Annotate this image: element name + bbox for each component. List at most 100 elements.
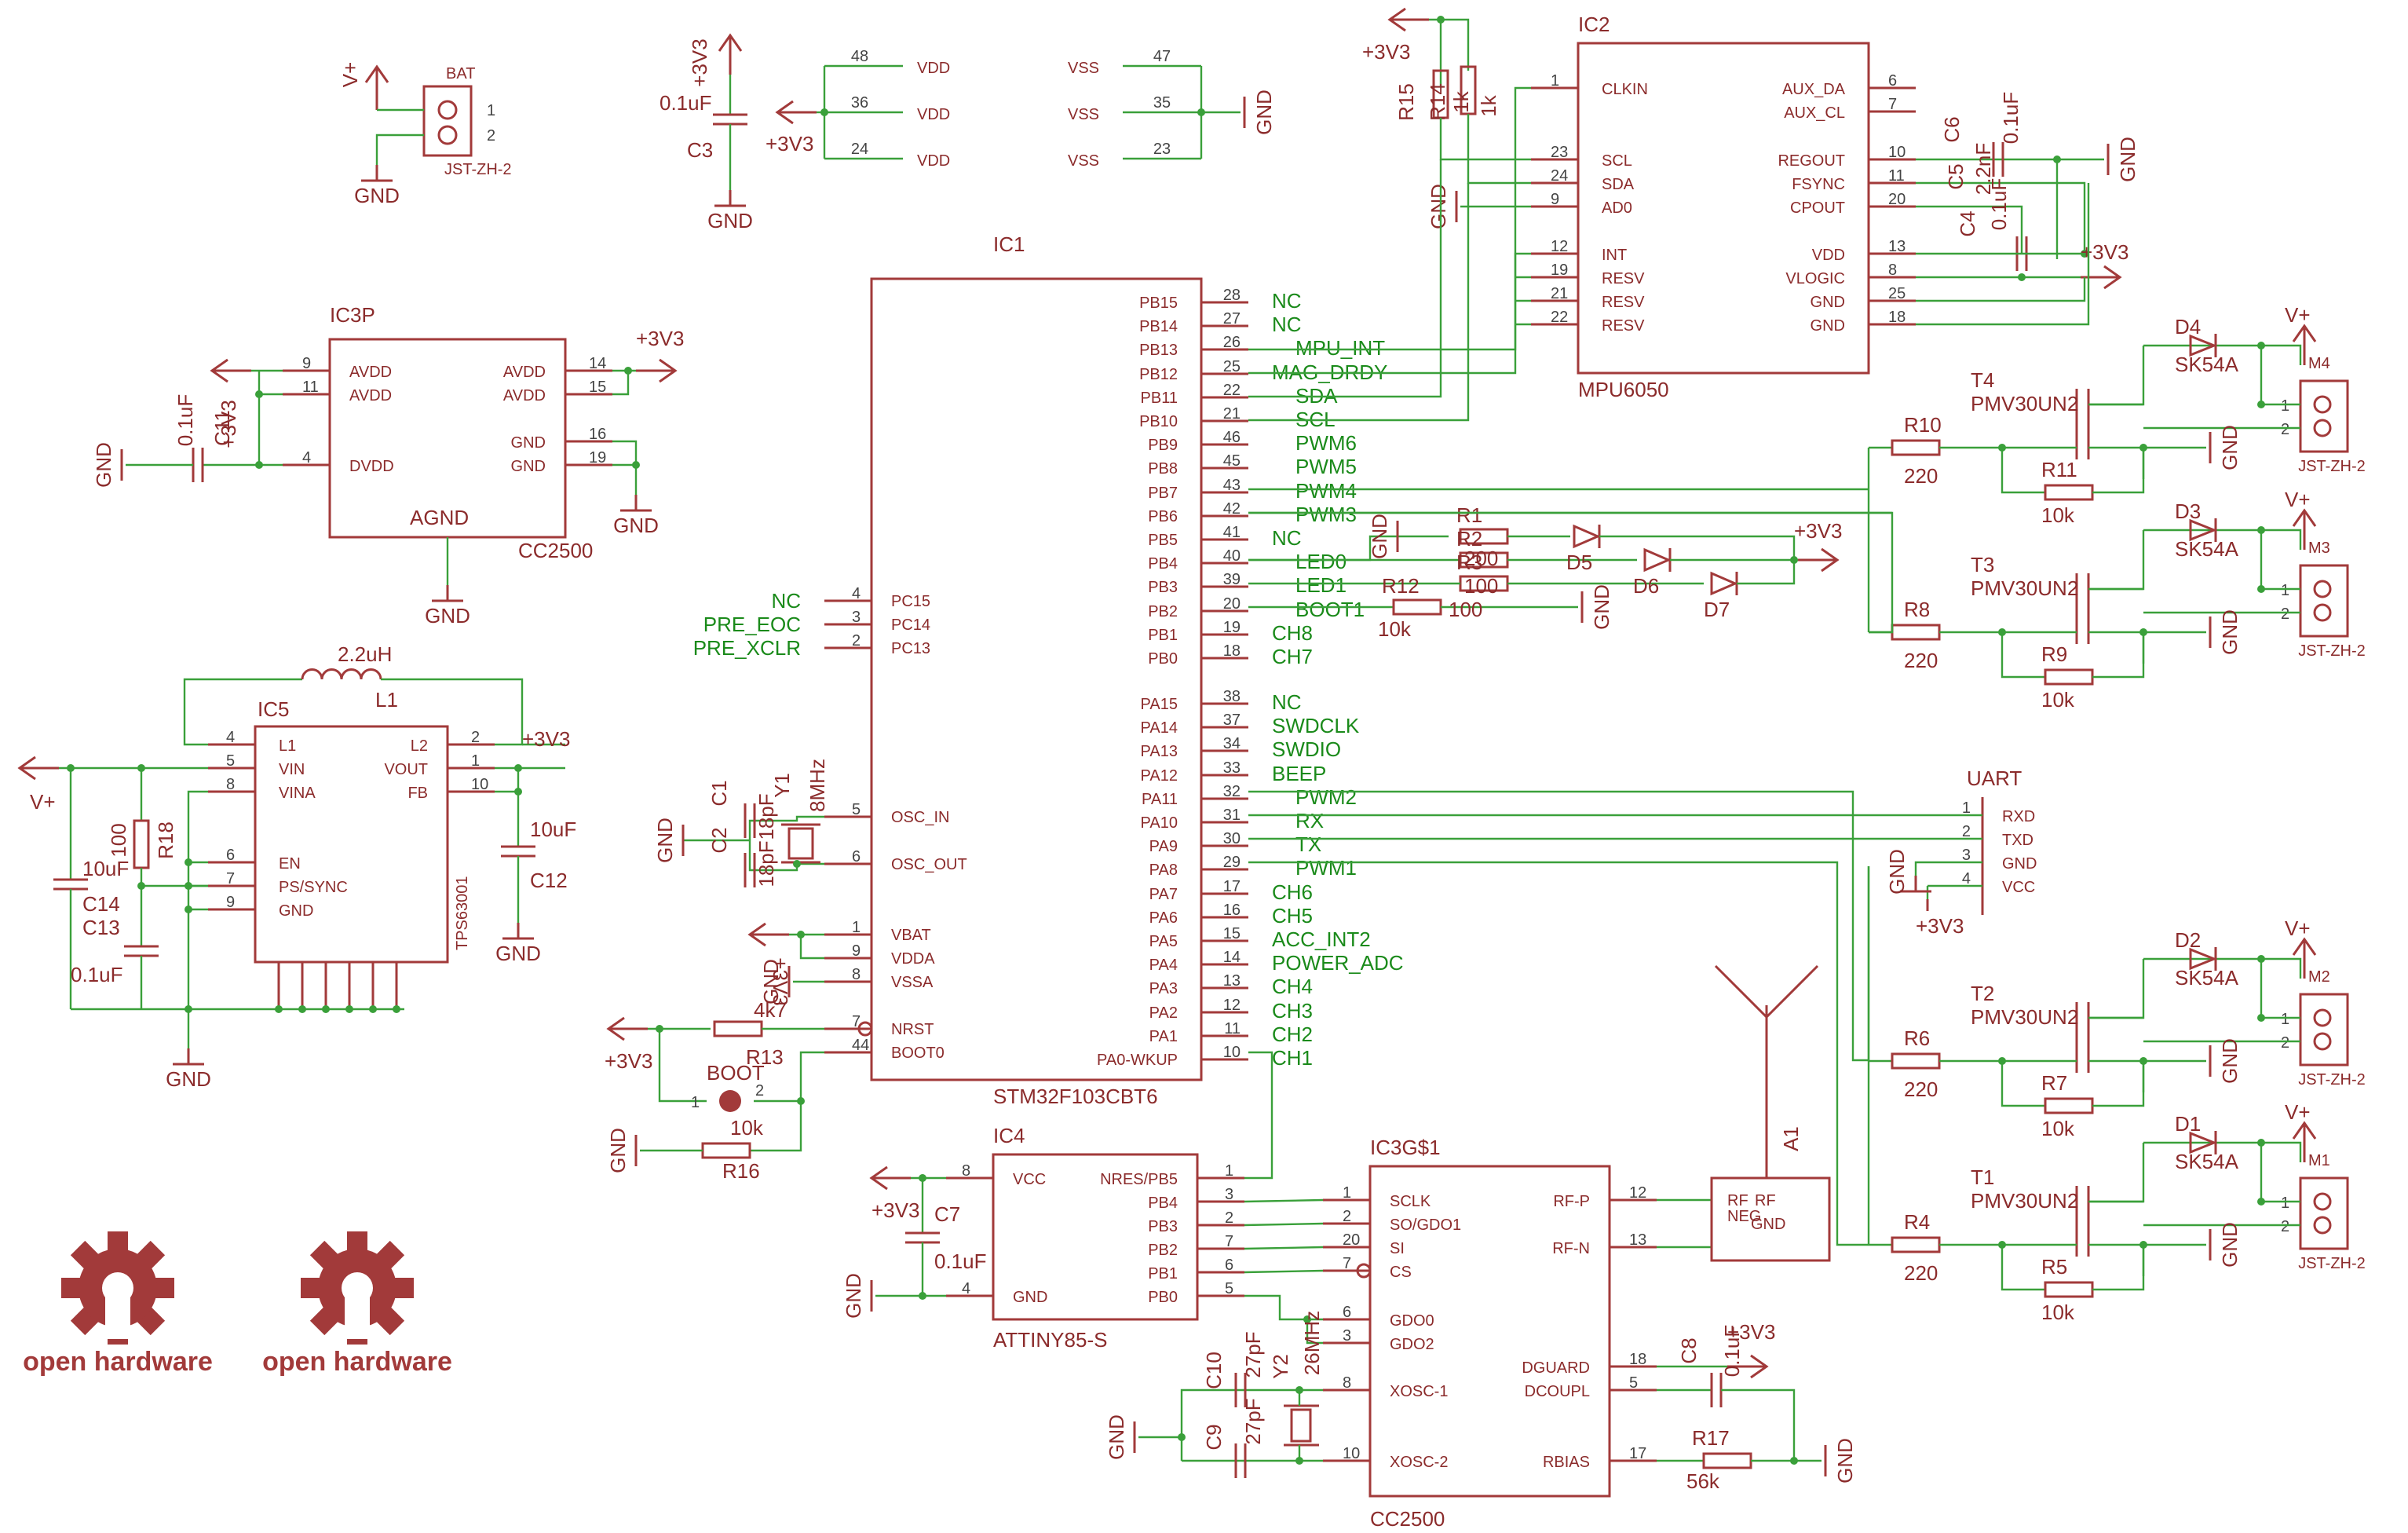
pin-number: 4 [1962, 870, 1971, 887]
pin-name: PA3 [1149, 980, 1178, 997]
ic3g-part: CC2500 [1370, 1507, 1445, 1531]
r15-name: R15 [1394, 83, 1418, 121]
pin-name: PA14 [1141, 719, 1178, 737]
pin-number: 6 [226, 847, 235, 864]
pin-name: PA0-WKUP [1097, 1052, 1178, 1069]
open-hardware-logo-icon [301, 1231, 414, 1345]
pin-name: PC15 [891, 593, 930, 610]
pin-number: 44 [852, 1037, 869, 1054]
pin-name: DGUARD [1522, 1359, 1590, 1377]
c9-name: C9 [1202, 1424, 1226, 1450]
pin-name: CPOUT [1790, 199, 1845, 217]
pin-number: 3 [852, 609, 861, 626]
r14-value: 1k [1449, 90, 1473, 112]
net-label-nc: NC [1272, 526, 1302, 550]
pin-number: 19 [1551, 262, 1568, 279]
v3v3-label: +3V3 [688, 38, 711, 86]
pin-name: VCC [2002, 879, 2035, 896]
pin-number: 2 [487, 127, 495, 145]
pulldown-resistor-value: 10k [2041, 1301, 2075, 1324]
pin-number: 13 [1888, 238, 1906, 255]
pin-name: RESV [1602, 317, 1645, 335]
pin-number: 9 [852, 942, 861, 960]
motor-connector-name: M4 [2308, 355, 2330, 372]
schottky-diode-icon [2189, 518, 2218, 542]
pin-name: SDA [1602, 176, 1635, 193]
pin-name: PB13 [1139, 342, 1178, 359]
pin-number: 5 [852, 801, 861, 818]
junction-dot [2139, 444, 2147, 452]
vplus-label: V+ [30, 790, 56, 814]
pin-number: 6 [852, 848, 861, 865]
pin-name: AVDD [349, 387, 392, 404]
gate-resistor [1891, 1052, 1941, 1070]
pin-name: NRES/PB5 [1100, 1171, 1178, 1188]
pin-name: GND [279, 902, 313, 920]
pin-number: 12 [1551, 238, 1568, 255]
c8-name: C8 [1677, 1337, 1701, 1363]
wire [1244, 1198, 1324, 1203]
pin-number: 2 [1962, 823, 1971, 840]
pin-number: 45 [1223, 452, 1241, 470]
pin-name: PB9 [1148, 437, 1178, 454]
pin-name: PB3 [1148, 579, 1178, 596]
r17-resistor [1702, 1452, 1752, 1469]
junction-dot [624, 367, 632, 375]
pin-name: AVDD [349, 364, 392, 381]
wire [495, 768, 520, 793]
ic4-part: ATTINY85-S [993, 1328, 1107, 1352]
pin-number: 2 [2281, 421, 2289, 438]
diode-value: SK54A [2175, 537, 2239, 561]
gnd-label: GND [92, 442, 115, 488]
gnd-label: GND [606, 1128, 630, 1173]
v3v3-label: +3V3 [522, 727, 570, 751]
pin-number: 1 [1962, 799, 1971, 817]
gear-cutout [105, 1292, 130, 1339]
ic2-part: MPU6050 [1578, 378, 1669, 401]
junction-dot [797, 1097, 805, 1105]
gate-resistor [1891, 439, 1941, 456]
pin-number: 46 [1223, 429, 1241, 446]
motor-connector-name: M3 [2308, 540, 2330, 557]
pin-name: VLOGIC [1785, 270, 1845, 287]
pin-number: 31 [1223, 807, 1241, 824]
junction-dot [2139, 628, 2147, 636]
pin-number: 9 [226, 894, 235, 911]
junction-dot [2257, 401, 2265, 408]
pin-name: GND [511, 434, 546, 452]
pin-number: 12 [1223, 997, 1241, 1014]
junction-dot [2257, 1198, 2265, 1206]
c3-value: 0.1uF [660, 91, 712, 115]
gnd-label: GND [1833, 1438, 1857, 1484]
diode-name: D3 [2175, 499, 2201, 523]
pin-name: PB4 [1148, 1195, 1178, 1212]
ic5-name: IC5 [258, 697, 289, 721]
pulldown-resistor-name: R9 [2041, 642, 2067, 666]
wire [1916, 181, 2086, 255]
diode-name: D2 [2175, 928, 2201, 952]
net-label-ch3: CH3 [1272, 999, 1313, 1023]
antenna-gnd-pin: GND [1751, 1216, 1785, 1233]
junction-dot [919, 1174, 926, 1182]
pin-name: DVDD [349, 458, 394, 475]
pin-number: 5 [1225, 1280, 1233, 1297]
pin-name: PA5 [1149, 933, 1178, 950]
pin-name: PA7 [1149, 886, 1178, 903]
net-label-ch1: CH1 [1272, 1046, 1313, 1070]
net-label-nc: NC [1272, 289, 1302, 313]
connector-m2 [2299, 993, 2349, 1067]
v3v3-label: +3V3 [1794, 519, 1842, 543]
r16-value: 10k [730, 1116, 764, 1140]
gate-resistor [1891, 624, 1941, 641]
wire [2088, 959, 2145, 1019]
wire [2001, 632, 2045, 679]
pulldown-resistor [2044, 484, 2094, 501]
wire [612, 371, 630, 396]
wire [2143, 529, 2302, 550]
pin-name: PA10 [1141, 814, 1178, 832]
pin-number: 7 [1888, 96, 1897, 113]
gnd-label: GND [1252, 90, 1276, 135]
pin-number: 24 [1551, 167, 1568, 185]
c10-name: C10 [1202, 1352, 1226, 1389]
pin-number: 10 [471, 776, 488, 793]
